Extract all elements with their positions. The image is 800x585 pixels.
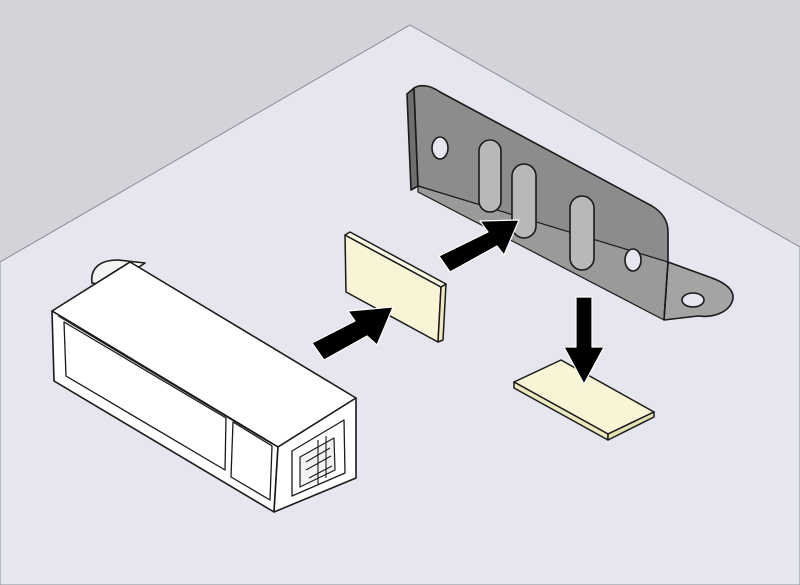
plate-slot-1 (478, 139, 502, 213)
plate-foot (663, 261, 734, 321)
pad-horizontal-edge-right (607, 411, 655, 441)
latch-side-panel-small (230, 421, 273, 501)
arrow-plate-to-pad (438, 219, 520, 273)
adhesive-pad-vertical (344, 231, 447, 343)
arrow-plate-to-floor-pad (563, 296, 605, 385)
strike-plate (406, 84, 734, 321)
plate-round-hole-left (431, 136, 449, 160)
latch-edge-line (57, 315, 273, 445)
plate-bend-line (663, 261, 669, 321)
plate-shadow-face (417, 185, 669, 321)
latch-socket-lines (305, 436, 333, 484)
plate-slot-3 (569, 195, 595, 271)
latch-body (51, 259, 357, 513)
plate-vertical-face (413, 84, 681, 269)
plate-foot-hole (681, 292, 705, 308)
arrow-pad-to-latch (311, 306, 394, 361)
assembly-arrows (311, 219, 605, 385)
adhesive-pad-horizontal (513, 359, 655, 441)
pad-vertical-top (344, 231, 447, 288)
latch-side-panel (63, 321, 227, 471)
plate-round-hole-right (624, 248, 642, 272)
